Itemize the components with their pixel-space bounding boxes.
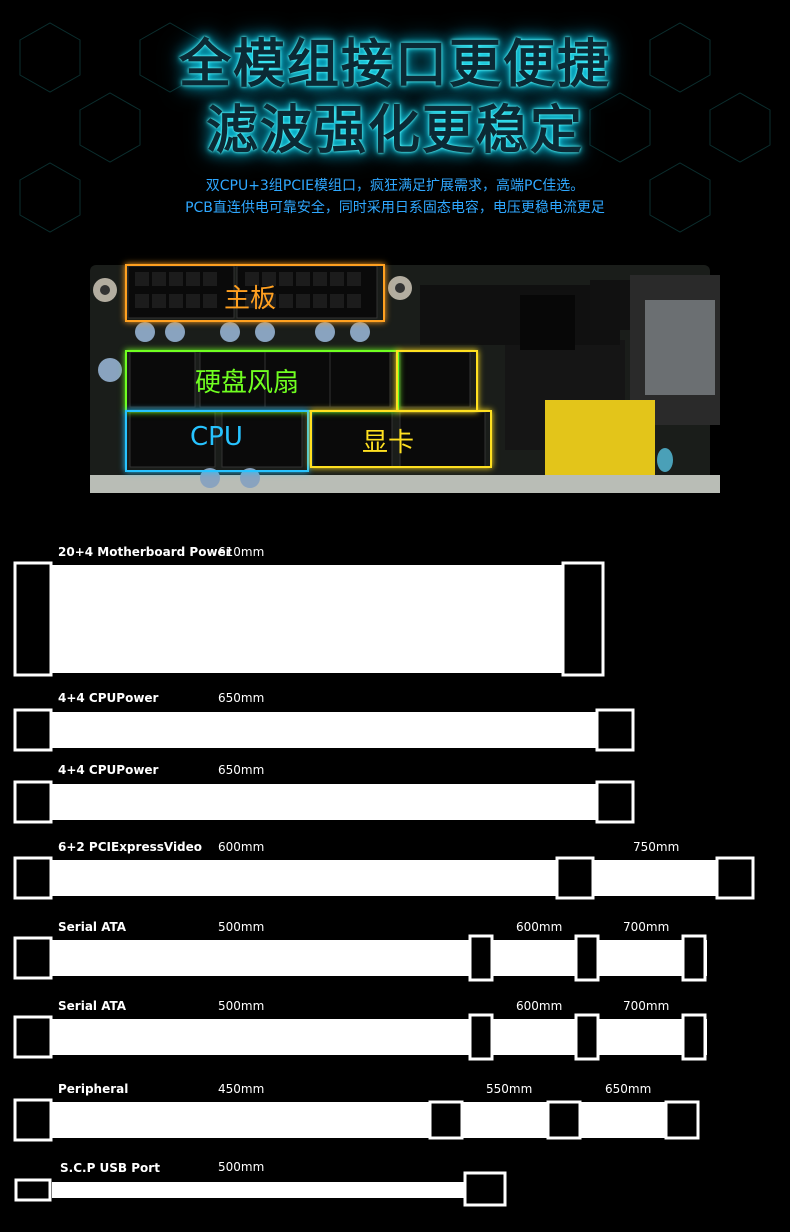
connector-peripheral-left — [13, 1098, 53, 1142]
cable-name: Serial ATA — [58, 999, 127, 1013]
cable-name: 20+4 Motherboard Power — [58, 545, 232, 559]
hdd-fan-label: 硬盘风扇 — [195, 368, 300, 398]
cable-length: 700mm — [623, 999, 670, 1013]
gpu-connector-highlight-bottom — [310, 410, 492, 468]
cable-length: 450mm — [218, 1082, 265, 1096]
motherboard-label: 主板 — [224, 284, 277, 314]
cable-length: 610mm — [218, 545, 265, 559]
connector-motherboard-left — [13, 561, 53, 677]
connector-peripheral-b — [546, 1100, 582, 1140]
cable-name: 4+4 CPUPower — [58, 763, 159, 777]
headline-line-2: 滤波强化更稳定 — [205, 101, 584, 161]
connector-usb-left — [14, 1178, 52, 1202]
cable-body-sata-1 — [52, 940, 707, 976]
modular-pcb-board-image — [90, 265, 720, 493]
connector-pcie-left — [13, 856, 53, 900]
connector-peripheral-c — [664, 1100, 700, 1140]
hexagon-background — [19, 22, 771, 233]
cable-length: 650mm — [605, 1082, 652, 1096]
cable-length: 700mm — [623, 920, 670, 934]
connector-sata-1-c — [681, 934, 707, 982]
cable-body-usb — [52, 1182, 467, 1198]
connector-sata-2-a — [468, 1013, 494, 1061]
cable-length: 650mm — [218, 691, 265, 705]
cable-length: 650mm — [218, 763, 265, 777]
cable-length: 500mm — [218, 920, 265, 934]
connector-cpu-1-left — [13, 708, 53, 752]
connector-cpu-1-right — [595, 708, 635, 752]
cable-body-peripheral — [52, 1102, 697, 1138]
cable-body-cpu-1 — [52, 712, 597, 748]
cable-length: 750mm — [633, 840, 680, 854]
connector-sata-2-b — [574, 1013, 600, 1061]
cable-name: Serial ATA — [58, 920, 127, 934]
connector-sata-2-left — [13, 1015, 53, 1059]
cable-name: Peripheral — [58, 1082, 129, 1096]
cpu-label: CPU — [190, 422, 243, 452]
cable-name: S.C.P USB Port — [60, 1161, 160, 1175]
cable-length: 550mm — [486, 1082, 533, 1096]
connector-sata-2-c — [681, 1013, 707, 1061]
gpu-label: 显卡 — [362, 428, 415, 458]
cable-body-sata-2 — [52, 1019, 707, 1055]
cable-body-pcie-tail — [593, 860, 717, 896]
connector-sata-1-a — [468, 934, 494, 982]
cable-length: 500mm — [218, 1160, 265, 1174]
cable-name: 6+2 PCIExpressVideo — [58, 840, 203, 854]
cpu-connector-highlight — [125, 410, 309, 472]
connector-sata-1-left — [13, 936, 53, 980]
connector-pcie-right — [715, 856, 755, 900]
cable-body-pcie — [52, 860, 557, 896]
connector-peripheral-a — [428, 1100, 464, 1140]
headline-line-1: 全模组接口更便捷 — [178, 35, 611, 95]
cable-body-cpu-2 — [52, 784, 597, 820]
motherboard-connector-highlight — [125, 264, 385, 322]
connector-pcie-mid — [555, 856, 595, 900]
cable-body-motherboard — [52, 565, 562, 673]
cable-length: 600mm — [516, 999, 563, 1013]
cable-length: 600mm — [218, 840, 265, 854]
cable-name: 4+4 CPUPower — [58, 691, 159, 705]
connector-usb-right — [463, 1171, 507, 1207]
cable-length: 600mm — [516, 920, 563, 934]
connector-cpu-2-right — [595, 780, 635, 824]
connector-cpu-2-left — [13, 780, 53, 824]
description-line-1: 双CPU+3组PCIE模组口，疯狂满足扩展需求，高端PC佳选。 — [205, 178, 585, 194]
connector-motherboard-right — [561, 561, 605, 677]
connector-sata-1-b — [574, 934, 600, 982]
cable-length: 500mm — [218, 999, 265, 1013]
description-line-2: PCB直连供电可靠安全，同时采用日系固态电容，电压更稳电流更足 — [185, 200, 605, 216]
